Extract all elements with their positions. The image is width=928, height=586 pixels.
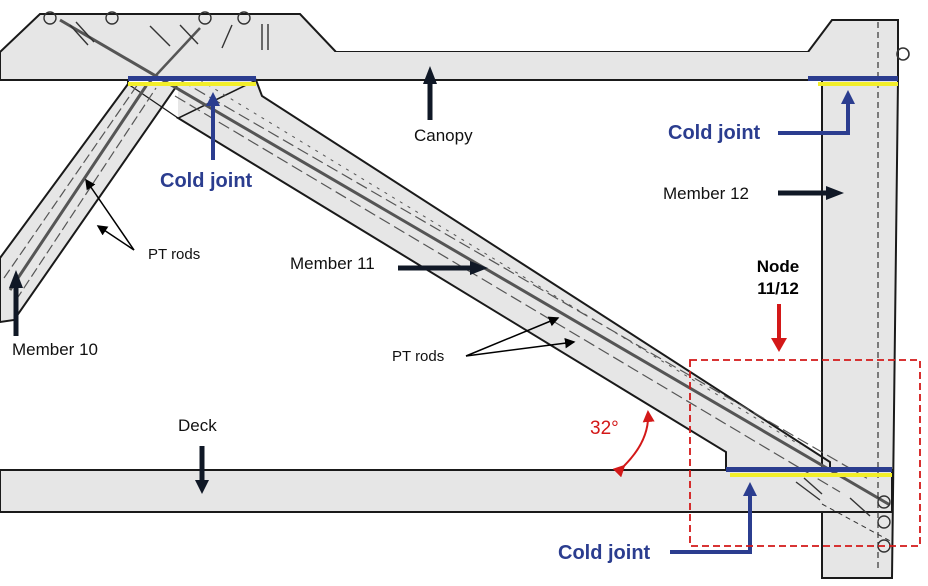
node-label-line1: Node (756, 257, 800, 276)
member-10-label: Member 10 (12, 340, 98, 359)
cold-joint-arrows (206, 90, 855, 554)
cold-joint-label-top-left: Cold joint (160, 170, 253, 192)
pt-rods-pointers (85, 178, 576, 357)
angle-arc (612, 410, 655, 478)
cold-joint-bottom (726, 467, 892, 477)
deck-label: Deck (178, 416, 217, 435)
member-10-diagonal (0, 83, 180, 324)
anchor-hardware-top (43, 11, 269, 50)
node-label-line2: 11/12 (757, 279, 799, 298)
member-11-diagonal (175, 78, 831, 471)
pt-rods-label-left: PT rods (148, 246, 201, 263)
pt-rods-member-11 (59, 18, 891, 507)
node-dashed-line (821, 503, 893, 543)
pt-rods-label-center: PT rods (392, 348, 445, 365)
member-11-label: Member 11 (290, 254, 375, 273)
cold-joint-label-top-right: Cold joint (668, 122, 761, 144)
cold-joint-top-right (808, 76, 898, 86)
angle-label: 32° (590, 418, 619, 439)
anchor-hardware-bottom-right (795, 477, 891, 553)
anchor-hardware-top-right (896, 47, 910, 61)
member-12-label: Member 12 (663, 184, 749, 203)
node-marker (689, 304, 921, 547)
canopy-label: Canopy (414, 126, 473, 145)
cold-joint-label-bottom: Cold joint (558, 542, 651, 564)
member-arrows (9, 66, 844, 494)
node-label: Node 11/12 (742, 256, 814, 300)
cold-joint-top-left (128, 76, 256, 86)
